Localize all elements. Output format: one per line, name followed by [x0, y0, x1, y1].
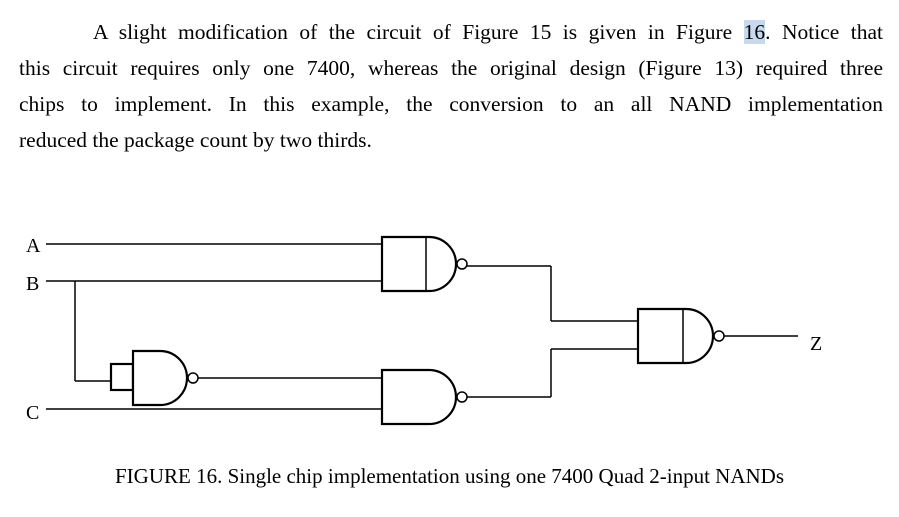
output-label-z: Z	[810, 333, 822, 355]
paragraph-line-1-end: . Notice that	[765, 20, 883, 44]
paragraph-line-1-text: A slight modification of the circuit of …	[93, 20, 744, 44]
nand-gate-bc	[380, 368, 458, 426]
paragraph-line-4: reduced the package count by two thirds.	[19, 128, 372, 152]
figure-caption: FIGURE 16. Single chip implementation us…	[114, 464, 785, 488]
paragraph-line-3: chips to implement. In this example, the…	[19, 92, 883, 116]
paragraph-line-2: this circuit requires only one 7400, whe…	[19, 56, 883, 80]
selected-text-highlight: 16	[743, 20, 766, 44]
nand-gate-bc-bubble	[456, 391, 468, 403]
body-paragraph: A slight modification of the circuit of …	[19, 14, 883, 158]
inverter-input-stub	[109, 362, 135, 392]
nand-gate-inverter-bubble	[187, 372, 199, 384]
input-label-b: B	[26, 273, 39, 295]
input-label-a: A	[26, 235, 41, 257]
nand-gate-output-bubble	[713, 330, 725, 342]
nand-gate-ab	[380, 235, 458, 293]
nand-gate-output	[636, 307, 715, 365]
input-label-c: C	[26, 402, 39, 424]
paragraph-line-1: A slight modification of the circuit of …	[19, 14, 883, 50]
nand-gate-inverter	[131, 349, 189, 407]
nand-gate-ab-bubble	[456, 258, 468, 270]
